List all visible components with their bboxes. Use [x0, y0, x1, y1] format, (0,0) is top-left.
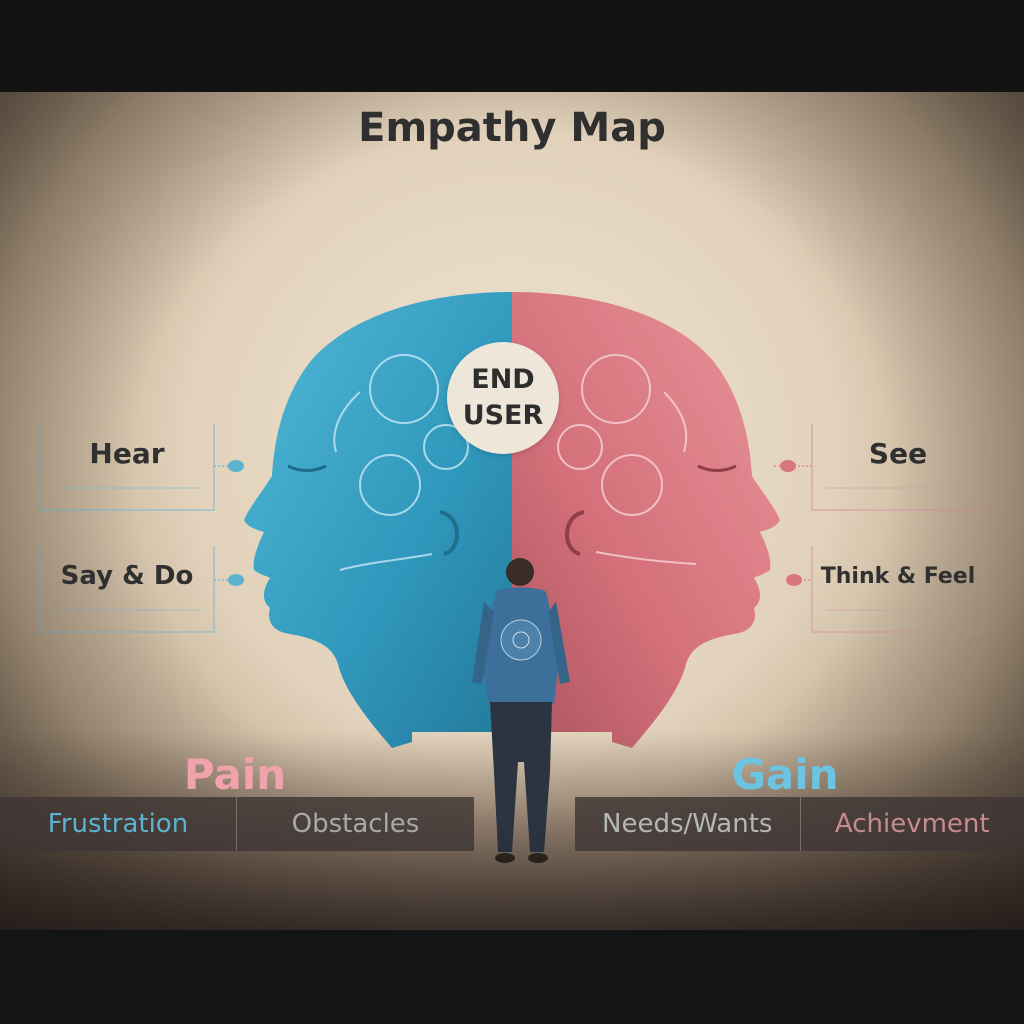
- diagram-title: Empathy Map: [358, 105, 666, 151]
- bottom-letterbox: [0, 930, 1024, 1024]
- card-say-and-do: Say & Do: [40, 545, 214, 631]
- gain-bar: Needs/Wants Achievment: [575, 797, 1024, 851]
- pain-label: Pain: [183, 750, 287, 799]
- pain-item-frustration: Frustration: [0, 797, 237, 851]
- card-see: See: [812, 424, 984, 510]
- card-say-and-do-label: Say & Do: [60, 561, 194, 591]
- center-label-line-2: USER: [462, 400, 544, 431]
- center-bubble-end-user: END USER: [447, 342, 559, 454]
- gain-item-needs-wants: Needs/Wants: [575, 797, 801, 851]
- card-think-and-feel-label: Think & Feel: [820, 563, 976, 589]
- right-connectors: [774, 460, 812, 586]
- pain-item-obstacles: Obstacles: [291, 809, 420, 839]
- card-see-label: See: [868, 436, 928, 470]
- card-hear-label: Hear: [89, 436, 165, 470]
- left-connectors: [214, 460, 244, 586]
- gain-label: Gain: [731, 750, 839, 799]
- pain-bar: Frustration Obstacles: [0, 797, 474, 851]
- gain-item-achievment: Achievment: [834, 809, 990, 839]
- top-letterbox: [0, 0, 1024, 92]
- center-label-line-1: END: [471, 364, 535, 395]
- card-think-and-feel: Think & Feel: [812, 545, 984, 631]
- card-hear: Hear: [40, 424, 214, 510]
